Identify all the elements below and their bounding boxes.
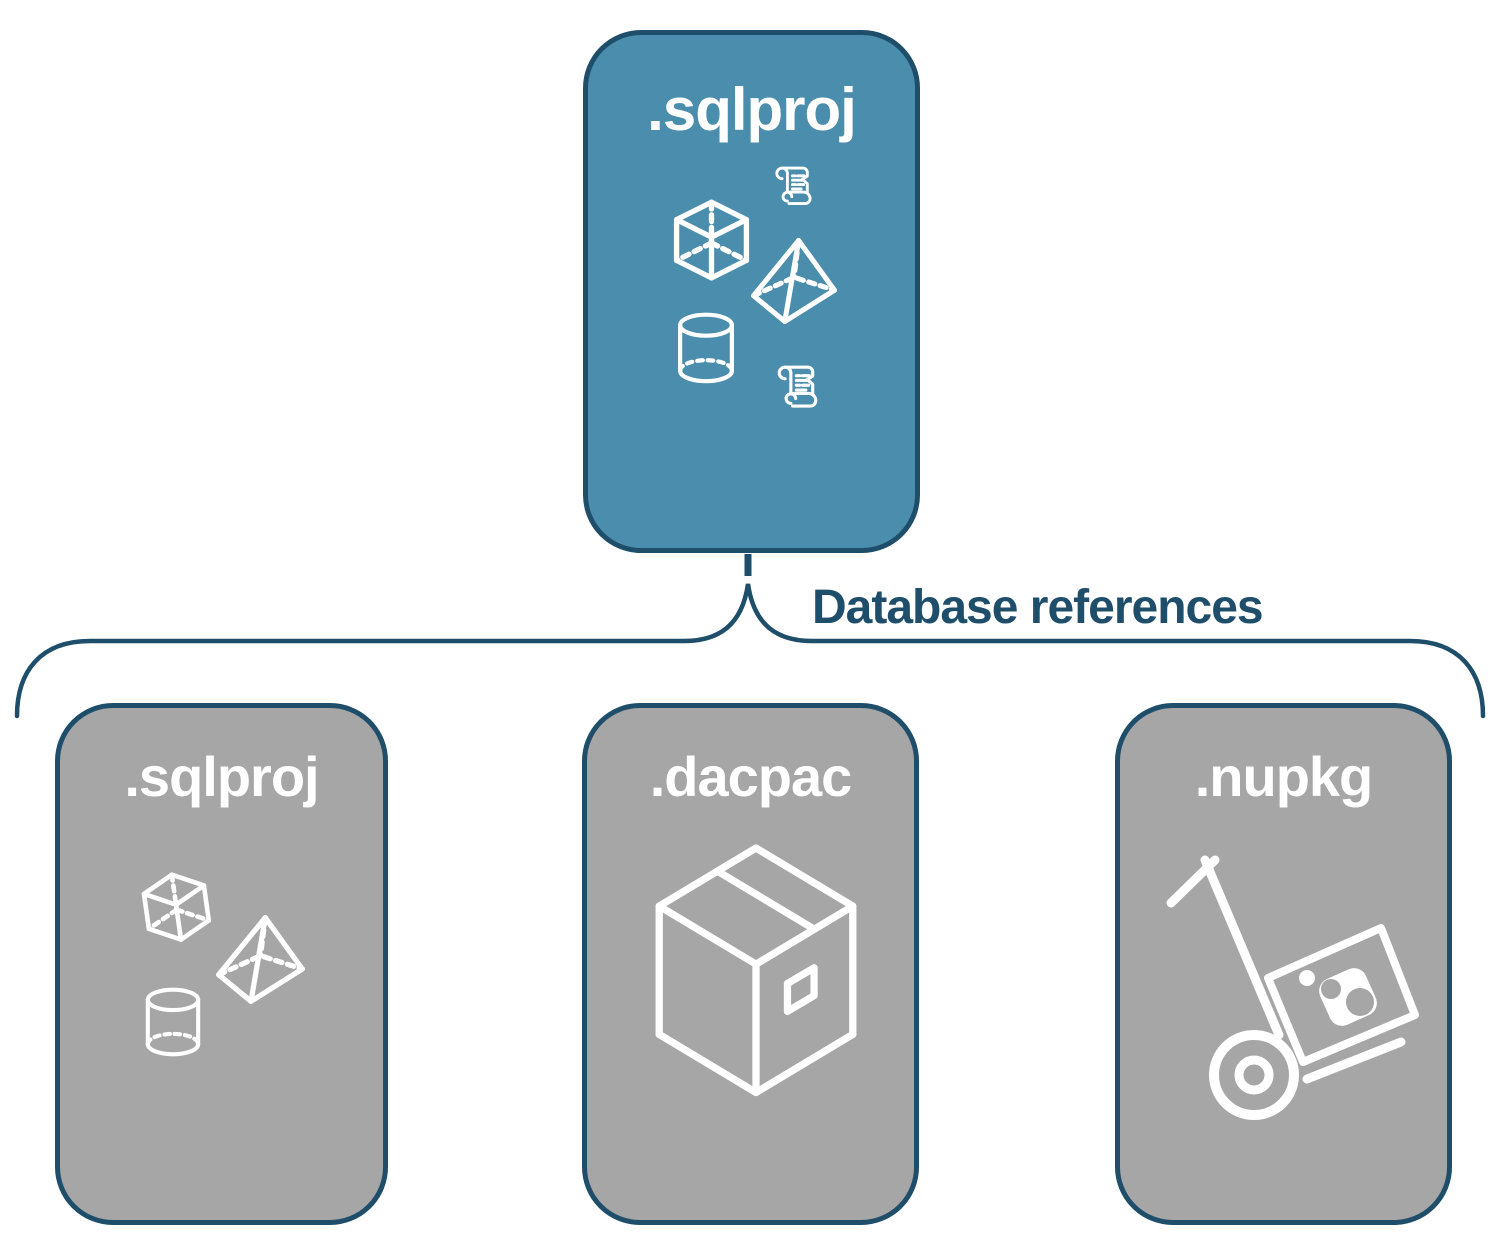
root-box-sqlproj: .sqlproj: [583, 30, 920, 553]
nuget-hand-truck-icon: [1166, 855, 1419, 1120]
child-box-sqlproj: .sqlproj: [55, 703, 388, 1225]
edge-label: Database references: [812, 581, 1264, 634]
child-box-title: .nupkg: [1194, 745, 1374, 808]
package-box-icon: [655, 844, 857, 1097]
cylinder-icon: [678, 312, 734, 384]
scroll-icon: [777, 365, 818, 408]
cube-icon: [141, 872, 212, 942]
child-box-title: .dacpac: [649, 745, 853, 808]
child-box-title: .sqlproj: [124, 745, 319, 808]
cube-icon: [673, 199, 750, 281]
root-box-title: .sqlproj: [647, 76, 857, 143]
cylinder-icon: [145, 987, 201, 1057]
pyramid-icon: [216, 915, 305, 1004]
scroll-icon: [775, 166, 812, 205]
pyramid-icon: [750, 237, 838, 325]
